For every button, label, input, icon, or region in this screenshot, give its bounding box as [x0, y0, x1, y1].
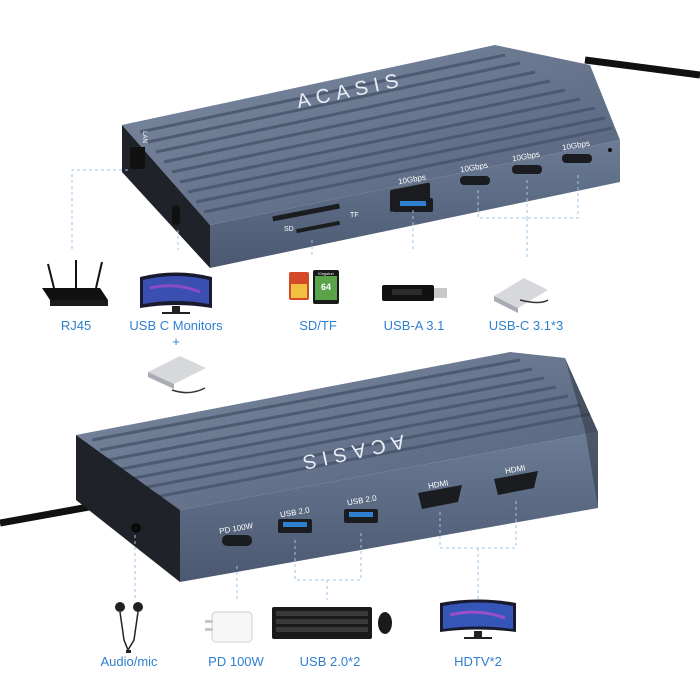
feature-label-usb-c-monitors: USB C Monitors — [129, 318, 223, 333]
plus-sign: + — [172, 334, 180, 349]
sd-card-icon: 64 Kingston — [289, 270, 339, 304]
ssd-enclosure-icon-2 — [148, 356, 206, 394]
feature-label-rj45: RJ45 — [60, 318, 92, 333]
ssd-enclosure-icon — [494, 278, 549, 313]
svg-text:64: 64 — [321, 282, 331, 292]
earphones-icon — [115, 602, 143, 653]
feature-label-usb-a: USB-A 3.1 — [383, 318, 445, 333]
feature-label-hdtv: HDTV*2 — [454, 654, 502, 669]
feature-label-usb-c: USB-C 3.1*3 — [488, 318, 564, 333]
card-slot-label-tf: TF — [350, 212, 359, 219]
feature-label-pd: PD 100W — [208, 654, 264, 669]
svg-text:Kingston: Kingston — [318, 271, 334, 276]
monitor-icon — [140, 272, 212, 314]
top-connector-lines — [71, 169, 579, 260]
hdtv-icon — [440, 599, 516, 639]
card-slot-label-sd: SD — [284, 226, 294, 233]
feature-label-audio: Audio/mic — [100, 654, 158, 669]
keyboard-icon — [272, 607, 392, 639]
charger-icon — [205, 611, 253, 643]
top-hub — [122, 45, 620, 268]
bottom-hub — [76, 352, 598, 582]
side-port-label-lan: LAN — [140, 131, 147, 143]
top-hub-cable — [584, 56, 700, 79]
feature-label-sd-tf: SD/TF — [299, 318, 337, 333]
bottom-connector-lines — [134, 500, 517, 600]
router-icon — [42, 260, 108, 306]
feature-label-usb2: USB 2.0*2 — [299, 654, 361, 669]
usb-stick-icon — [382, 285, 447, 301]
